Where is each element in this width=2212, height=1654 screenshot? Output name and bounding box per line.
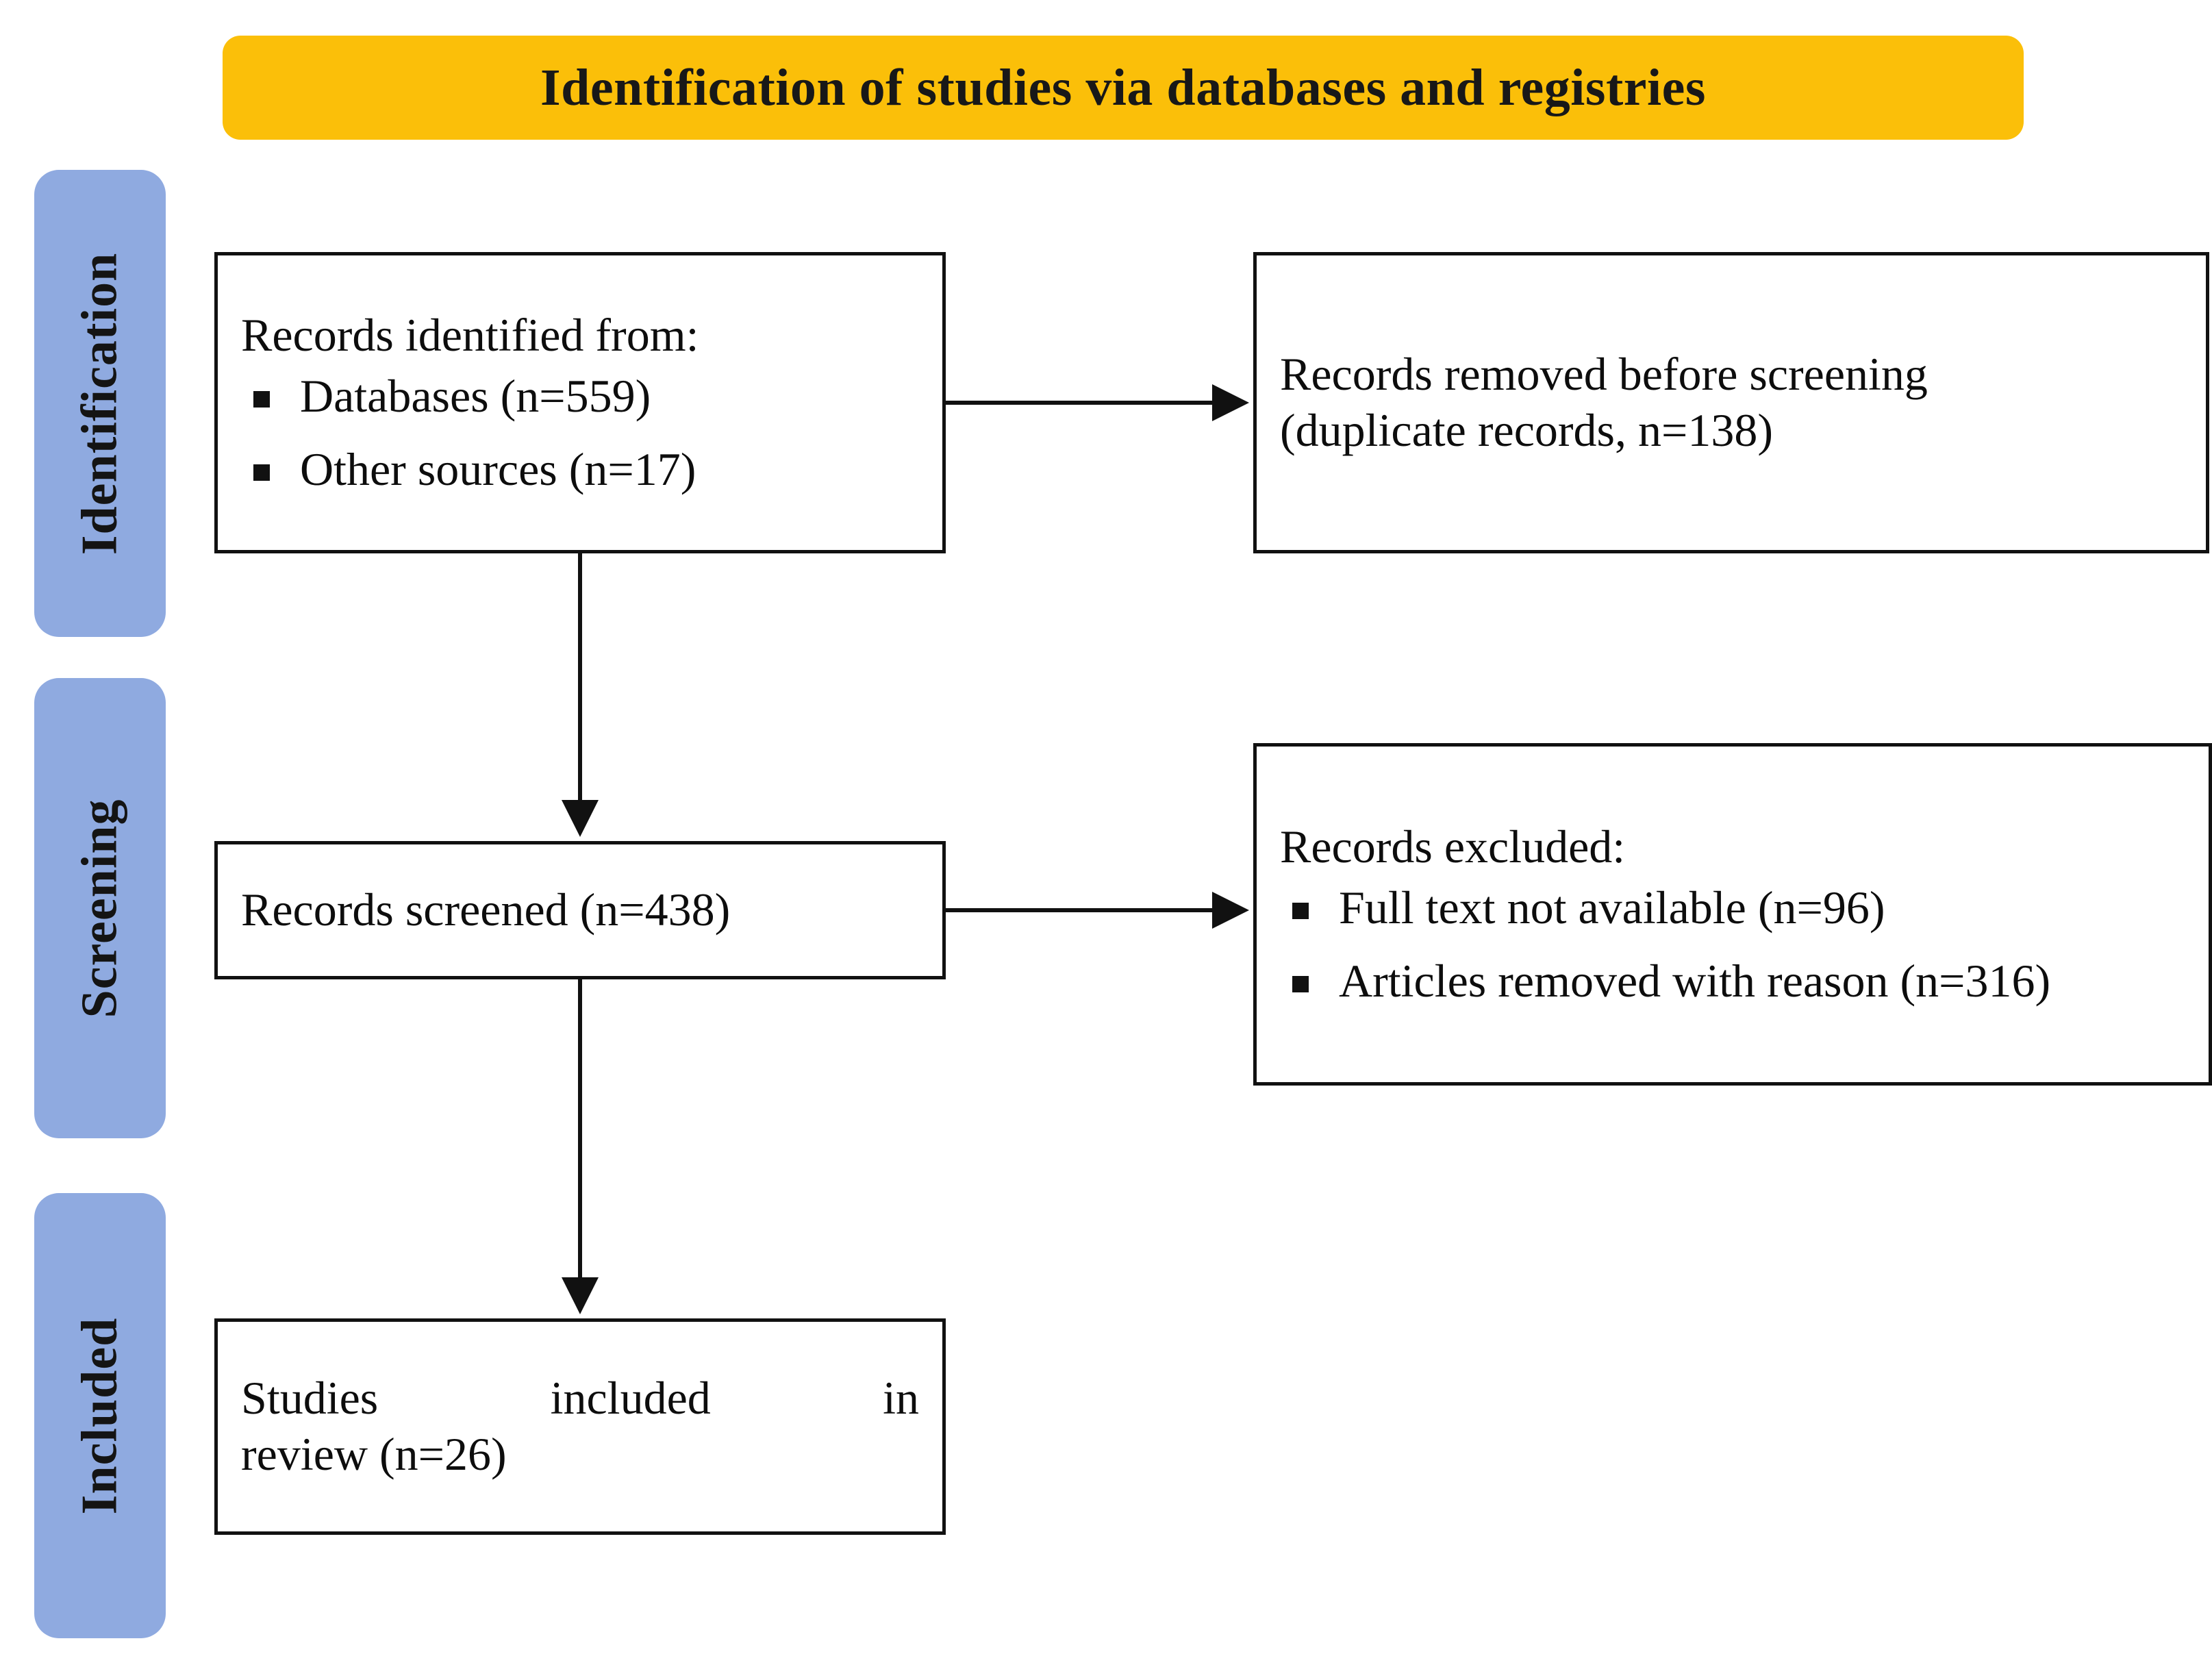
box-records-screened-text: Records screened (n=438) [241,884,731,936]
stage-label-included-text: Included [71,1317,128,1514]
stage-label-included: Included [34,1193,166,1638]
box-records-excluded-list: Full text not available (n=96) Articles … [1280,879,2185,1010]
bullet-square-icon [253,390,270,408]
box-records-identified: Records identified from: Databases (n=55… [214,252,946,553]
list-item: Other sources (n=17) [241,441,919,498]
box-studies-included-line-2: review (n=26) [241,1428,507,1480]
box-records-removed-line-1: Records removed before screening [1280,348,1928,401]
box-records-excluded-heading: Records excluded: [1280,820,1626,873]
stage-label-identification-text: Identification [71,252,128,555]
list-item-label: Articles removed with reason (n=316) [1339,954,2051,1007]
diagram-title-text: Identification of studies via databases … [540,58,1706,116]
list-item-label: Full text not available (n=96) [1339,881,1885,933]
stage-label-screening: Screening [34,678,166,1138]
box-records-identified-heading: Records identified from: [241,309,699,362]
list-item: Databases (n=559) [241,368,919,425]
box-studies-included: Studies included in review (n=26) [214,1318,946,1535]
box-records-identified-list: Databases (n=559) Other sources (n=17) [241,368,919,498]
box-records-removed-line-2: (duplicate records, n=138) [1280,404,1773,456]
stage-label-screening-text: Screening [71,798,128,1018]
diagram-title-banner: Identification of studies via databases … [223,36,2024,140]
list-item-label: Other sources (n=17) [300,442,696,495]
stage-label-identification: Identification [34,170,166,637]
bullet-square-icon [253,464,270,481]
list-item-label: Databases (n=559) [300,369,651,422]
list-item: Articles removed with reason (n=316) [1280,953,2185,1010]
box-records-removed: Records removed before screening (duplic… [1253,252,2209,553]
bullet-square-icon [1292,902,1309,919]
box-records-screened: Records screened (n=438) [214,841,946,979]
bullet-square-icon [1292,975,1309,992]
list-item: Full text not available (n=96) [1280,879,2185,936]
box-records-excluded: Records excluded: Full text not availabl… [1253,743,2212,1086]
box-studies-included-line-1: Studies included in [241,1372,919,1425]
